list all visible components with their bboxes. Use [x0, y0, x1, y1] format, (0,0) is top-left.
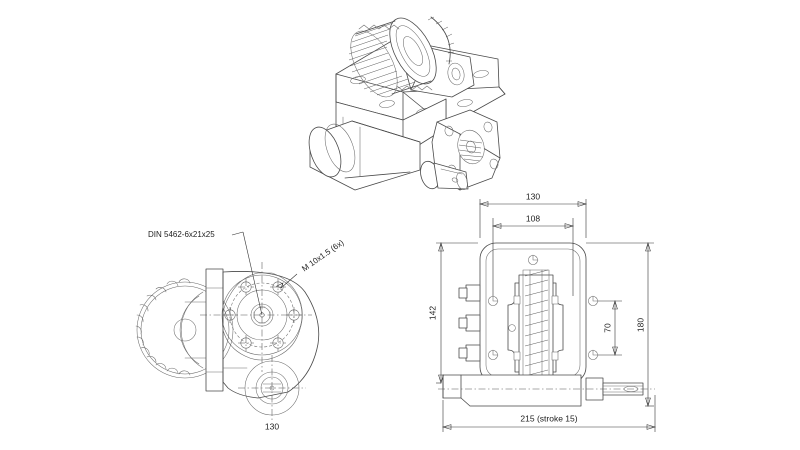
dim-215-group: 215 (stroke 15) [441, 395, 657, 432]
front-view-shaft-assembly [507, 269, 564, 387]
iso-cylinder-body [308, 120, 421, 191]
bolt-marker-top-right [588, 295, 599, 306]
spline-note-group: DIN 5462-6x21x25 [148, 230, 263, 316]
left-view-lower-boss [222, 355, 306, 422]
left-view-bolt-flange [200, 262, 312, 372]
left-view-body-outline [222, 271, 320, 399]
iso-drive-gear [348, 16, 455, 98]
thread-note-text: M 10x1.5 (6x) [300, 238, 345, 274]
dim-180-text: 180 [635, 318, 645, 332]
spline-note-text: DIN 5462-6x21x25 [148, 230, 215, 239]
left-view-gear [135, 278, 234, 379]
front-view-port-blocks [458, 280, 481, 366]
dim-130-top-group: 130 [478, 191, 588, 238]
dim-70-group: 70 [598, 299, 622, 357]
bolt-marker-bottom-left [488, 349, 499, 360]
bolt-marker-top-center [528, 254, 539, 265]
bolt-marker-top-left [488, 295, 499, 306]
iso-pin-shaft [420, 160, 469, 191]
dim-142-group: 142 [427, 241, 478, 385]
dim-108-text: 108 [526, 213, 540, 223]
dim-70-text: 70 [602, 323, 612, 333]
dim-130-left-group: 130 [265, 421, 279, 431]
dim-142-text: 142 [427, 306, 437, 320]
dim-180-group: 180 [586, 241, 654, 408]
dim-215-text: 215 (stroke 15) [520, 413, 577, 423]
bolt-marker-bottom-right [588, 349, 599, 360]
dim-108-group: 108 [491, 213, 575, 296]
thread-note-group: M 10x1.5 (6x) [276, 238, 346, 289]
left-view-mounting-plate [205, 268, 224, 392]
front-view-actuator-body [438, 374, 655, 407]
left-view-bolt-holes [222, 279, 302, 351]
dim-130-left-text: 130 [265, 421, 279, 431]
left-elevation-view: 130 DIN 5462-6x21x25 M 10x1.5 (6x) [135, 230, 346, 431]
right-elevation-view: 130 108 142 70 [427, 191, 657, 432]
dim-130-top-text: 130 [526, 191, 540, 201]
isometric-view [308, 16, 506, 191]
